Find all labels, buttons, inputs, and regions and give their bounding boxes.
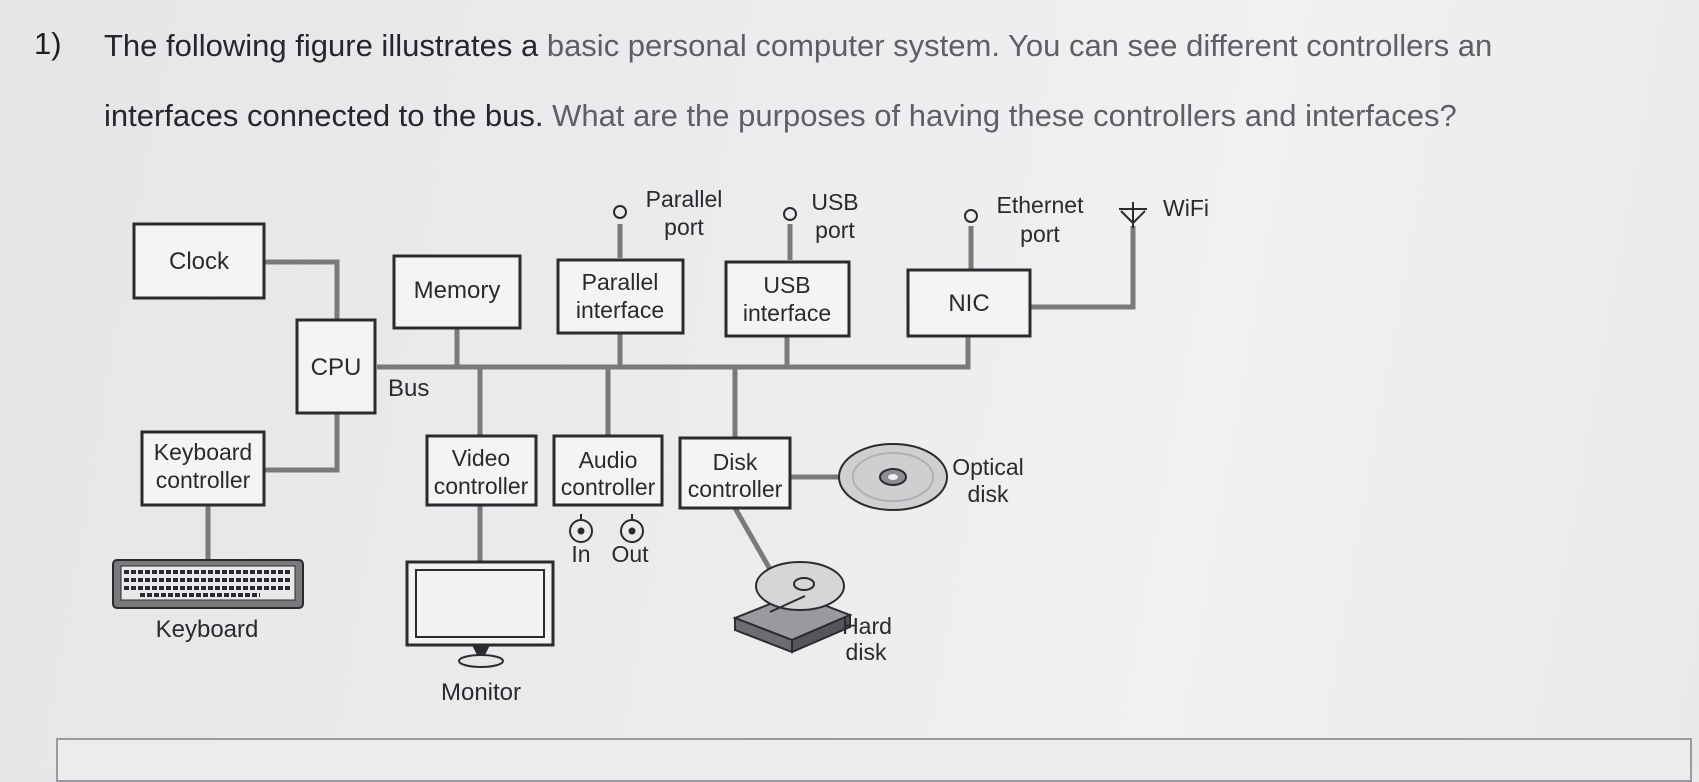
question-line-1-part-a: The following figure illustrates a	[104, 28, 547, 63]
question-line-1-part-b: basic personal computer system. You can …	[546, 28, 1493, 63]
usb-interface-label-1: USB	[763, 272, 810, 298]
question-line-2-part-a: interfaces connected to the bus.	[104, 98, 553, 133]
question-text-line-1: The following figure illustrates a basic…	[104, 28, 1492, 64]
bus-label: Bus	[388, 375, 429, 402]
usb-port-icon	[783, 207, 797, 221]
keyboard-controller-label-2: controller	[156, 467, 251, 493]
parallel-port-icon	[613, 205, 627, 219]
memory-label: Memory	[414, 277, 501, 304]
ethernet-port-icon	[964, 209, 978, 223]
question-line-2-part-b: What are the purposes of having these co…	[552, 98, 1457, 133]
nic-to-wifi-wire	[1030, 226, 1136, 310]
optical-disk-icon	[838, 443, 948, 511]
parallel-port-label-1: Parallel	[646, 186, 723, 212]
nic-box	[906, 268, 1032, 338]
video-controller-label-2: controller	[434, 473, 529, 499]
cpu-label: CPU	[311, 354, 362, 381]
hard-disk-label-2: disk	[846, 639, 887, 665]
memory-box	[392, 254, 522, 330]
disk-controller-label-1: Disk	[713, 449, 758, 475]
audio-controller-label-1: Audio	[579, 447, 638, 473]
clock-to-cpu-wire	[264, 259, 340, 320]
parallel-interface-label-1: Parallel	[582, 269, 659, 295]
hard-disk-icon	[732, 561, 853, 654]
question-text-line-2: interfaces connected to the bus. What ar…	[104, 98, 1457, 134]
audio-out-label: Out	[611, 541, 649, 567]
hard-disk-cable	[732, 506, 778, 580]
usb-interface-box	[724, 260, 851, 338]
parallel-interface-label-2: interface	[576, 297, 664, 323]
nic-label: NIC	[948, 290, 989, 317]
ethernet-port-label-2: port	[1020, 221, 1060, 247]
audio-out-jack-icon	[620, 514, 644, 543]
clock-label: Clock	[169, 248, 230, 275]
clock-box	[132, 222, 266, 300]
wifi-label: WiFi	[1163, 195, 1209, 221]
parallel-port-label-2: port	[664, 214, 704, 240]
usb-port-label-1: USB	[811, 189, 858, 215]
optical-disk-label-2: disk	[968, 481, 1009, 507]
keyboard-label: Keyboard	[156, 616, 259, 643]
cpu-box	[295, 318, 377, 415]
answer-input-box[interactable]	[56, 738, 1692, 782]
disk-controller-box	[678, 436, 792, 510]
system-bus	[377, 336, 971, 370]
audio-in-label: In	[571, 541, 590, 567]
connection-wires	[205, 224, 1136, 580]
usb-port-label-2: port	[815, 217, 855, 243]
monitor-label: Monitor	[441, 679, 521, 706]
video-controller-box	[425, 434, 538, 507]
disk-controller-label-2: controller	[688, 476, 783, 502]
keyboard-controller-box	[140, 430, 266, 507]
audio-controller-box	[552, 434, 664, 507]
question-number: 1)	[34, 26, 62, 61]
audio-controller-label-2: controller	[561, 474, 656, 500]
ethernet-port-label-1: Ethernet	[997, 192, 1085, 218]
video-controller-label-1: Video	[452, 445, 510, 471]
hard-disk-label-1: Hard	[842, 613, 892, 639]
usb-interface-label-2: interface	[743, 300, 831, 326]
monitor-icon	[405, 560, 555, 668]
audio-in-jack-icon	[569, 514, 593, 543]
keyboard-controller-to-cpu-wire	[264, 413, 340, 473]
keyboard-icon	[112, 559, 304, 609]
keyboard-controller-label-1: Keyboard	[154, 439, 252, 465]
parallel-interface-box	[556, 258, 685, 335]
wifi-antenna-icon	[1119, 202, 1147, 228]
optical-disk-label-1: Optical	[952, 454, 1024, 480]
